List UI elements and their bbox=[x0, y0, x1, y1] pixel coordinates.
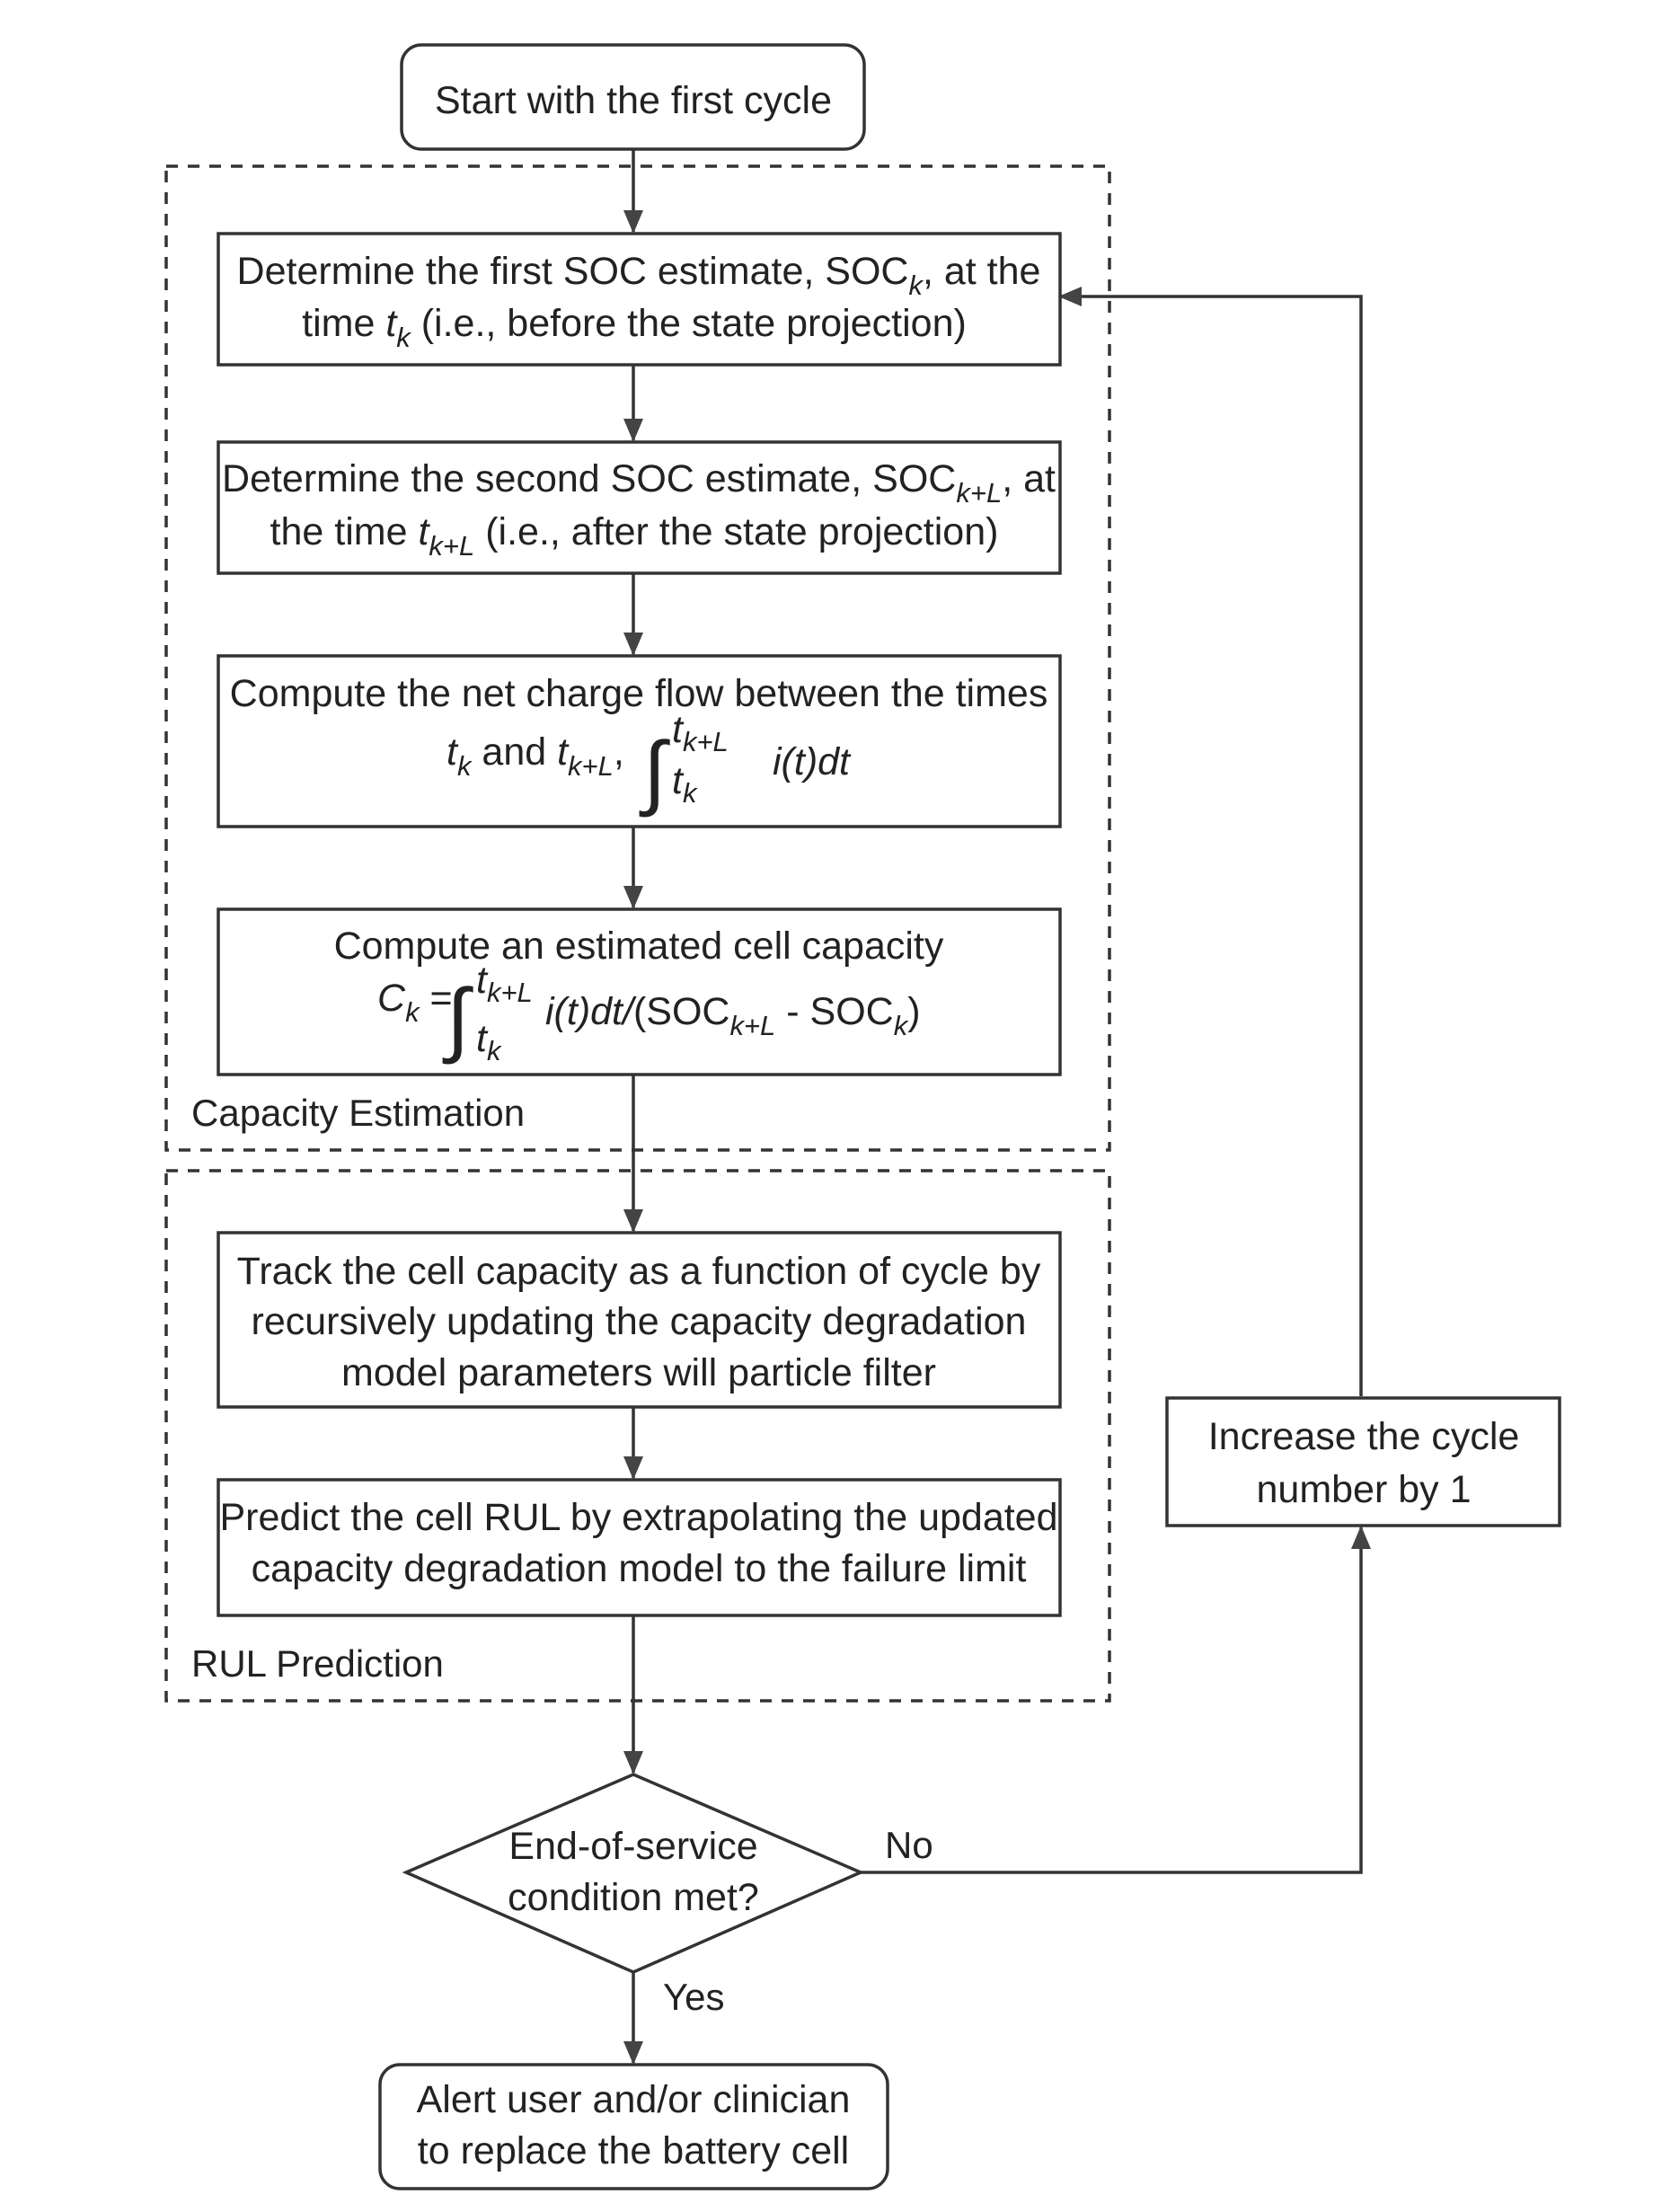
capacity-integral-sign: ∫ bbox=[442, 973, 473, 1065]
end-of-service-decision bbox=[406, 1774, 861, 1972]
decision-line2: condition met? bbox=[508, 1876, 759, 1919]
charge-flow-integrand: i(t)dt bbox=[773, 740, 852, 783]
track-line1: Track the cell capacity as a function of… bbox=[237, 1250, 1041, 1293]
capacity-estimation-label: Capacity Estimation bbox=[191, 1092, 525, 1134]
track-line2: recursively updating the capacity degrad… bbox=[252, 1300, 1027, 1343]
rul-prediction-label: RUL Prediction bbox=[191, 1642, 444, 1685]
increase-line1: Increase the cycle bbox=[1208, 1415, 1520, 1458]
edge-increase-to-soc-first bbox=[1060, 296, 1361, 1396]
predict-line1: Predict the cell RUL by extrapolating th… bbox=[219, 1496, 1057, 1539]
charge-flow-line1: Compute the net charge flow between the … bbox=[230, 672, 1048, 715]
edge-label-yes: Yes bbox=[663, 1976, 725, 2018]
charge-flow-integral-sign: ∫ bbox=[639, 726, 670, 818]
predict-line2: capacity degradation model to the failur… bbox=[252, 1547, 1027, 1590]
increase-line2: number by 1 bbox=[1256, 1468, 1471, 1511]
capacity-line1: Compute an estimated cell capacity bbox=[334, 925, 944, 968]
start-node-text: Start with the first cycle bbox=[435, 79, 832, 122]
decision-line1: End-of-service bbox=[508, 1825, 757, 1868]
edge-label-no: No bbox=[885, 1824, 933, 1866]
alert-line2: to replace the battery cell bbox=[418, 2129, 849, 2172]
alert-line1: Alert user and/or clinician bbox=[417, 2078, 851, 2121]
track-line3: model parameters will particle filter bbox=[341, 1351, 936, 1394]
